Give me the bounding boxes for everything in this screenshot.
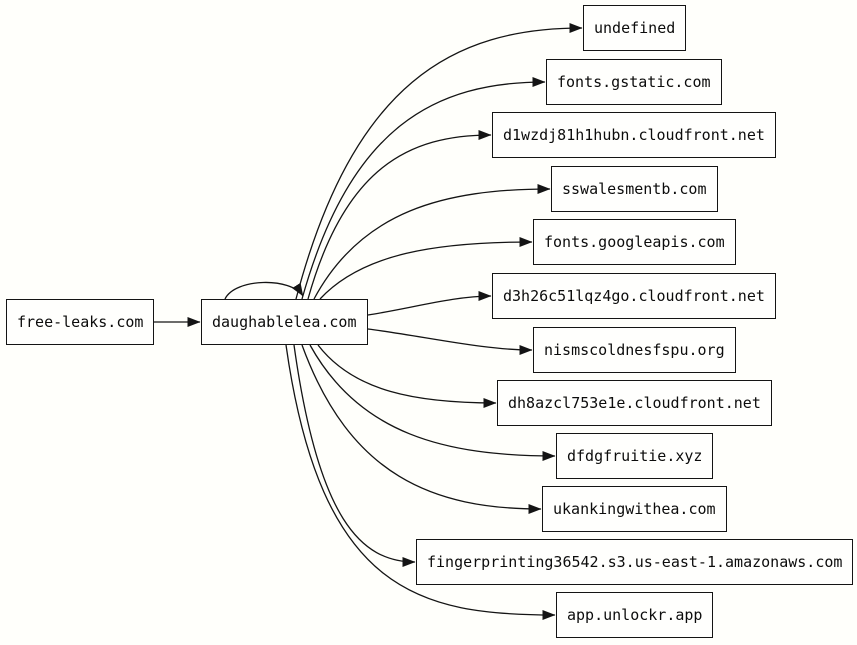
graph-node-label: nismscoldnesfspu.org — [544, 341, 725, 359]
graph-edge-daughablelea-com-to-daughablelea-com — [224, 281, 304, 300]
graph-node-fonts-googleapis-com: fonts.googleapis.com — [533, 219, 736, 265]
graph-edge-daughablelea-com-to-fonts-googleapis-com — [319, 237, 533, 300]
graph-node-label: d1wzdj81h1hubn.cloudfront.net — [503, 126, 765, 144]
graph-edge-daughablelea-com-to-undefined — [295, 23, 583, 300]
graph-edge-daughablelea-com-to-fonts-gstatic-com — [301, 77, 546, 300]
graph-node-label: ukankingwithea.com — [553, 500, 716, 518]
graph-node-nismscoldnesfspu-org: nismscoldnesfspu.org — [533, 327, 736, 373]
graph-node-label: undefined — [594, 19, 676, 37]
graph-edge-daughablelea-com-to-nismscoldnesfspu-org — [367, 328, 533, 355]
graph-node-label: d3h26c51lqz4go.cloudfront.net — [503, 287, 765, 305]
graph-edge-daughablelea-com-to-d3h26c51lqz4go-cloudfront-net — [367, 291, 492, 316]
graph-node-label: free-leaks.com — [17, 313, 144, 331]
graph-node-undefined: undefined — [583, 5, 687, 51]
graph-node-daughablelea-com: daughablelea.com — [201, 299, 368, 345]
graph-edge-daughablelea-com-to-fingerprinting36542-s3-us-east-1-amazonaws-com — [293, 344, 416, 567]
graph-edge-daughablelea-com-to-dfdgfruitie-xyz — [309, 344, 556, 461]
graph-node-dfdgfruitie-xyz: dfdgfruitie.xyz — [556, 433, 714, 479]
graph-node-label: dfdgfruitie.xyz — [567, 447, 703, 465]
graph-node-app-unlockr-app: app.unlockr.app — [556, 592, 714, 638]
graph-edge-daughablelea-com-to-ukankingwithea-com — [301, 344, 542, 514]
graph-node-label: dh8azcl753e1e.cloudfront.net — [508, 394, 761, 412]
graph-node-label: fingerprinting36542.s3.us-east-1.amazona… — [427, 553, 843, 571]
graph-edge-daughablelea-com-to-app-unlockr-app — [285, 344, 556, 620]
graph-node-label: fonts.googleapis.com — [544, 233, 725, 251]
graph-node-sswalesmentb-com: sswalesmentb.com — [551, 166, 718, 212]
graph-node-label: fonts.gstatic.com — [557, 73, 711, 91]
graph-node-fingerprinting36542-s3-us-east-1-amazonaws-com: fingerprinting36542.s3.us-east-1.amazona… — [416, 539, 854, 585]
graph-node-label: sswalesmentb.com — [562, 180, 707, 198]
graph-node-label: app.unlockr.app — [567, 606, 703, 624]
graph-edge-daughablelea-com-to-dh8azcl753e1e-cloudfront-net — [317, 344, 497, 408]
graph-node-d3h26c51lqz4go-cloudfront-net: d3h26c51lqz4go.cloudfront.net — [492, 273, 776, 319]
graph-node-free-leaks-com: free-leaks.com — [6, 299, 155, 345]
graph-node-fonts-gstatic-com: fonts.gstatic.com — [546, 59, 722, 105]
graph-edge-daughablelea-com-to-sswalesmentb-com — [313, 184, 551, 300]
graph-node-d1wzdj81h1hubn-cloudfront-net: d1wzdj81h1hubn.cloudfront.net — [492, 112, 776, 158]
graph-node-ukankingwithea-com: ukankingwithea.com — [542, 486, 727, 532]
graph-edge-daughablelea-com-to-d1wzdj81h1hubn-cloudfront-net — [307, 130, 492, 300]
graph-node-dh8azcl753e1e-cloudfront-net: dh8azcl753e1e.cloudfront.net — [497, 380, 772, 426]
graph-node-label: daughablelea.com — [212, 313, 357, 331]
